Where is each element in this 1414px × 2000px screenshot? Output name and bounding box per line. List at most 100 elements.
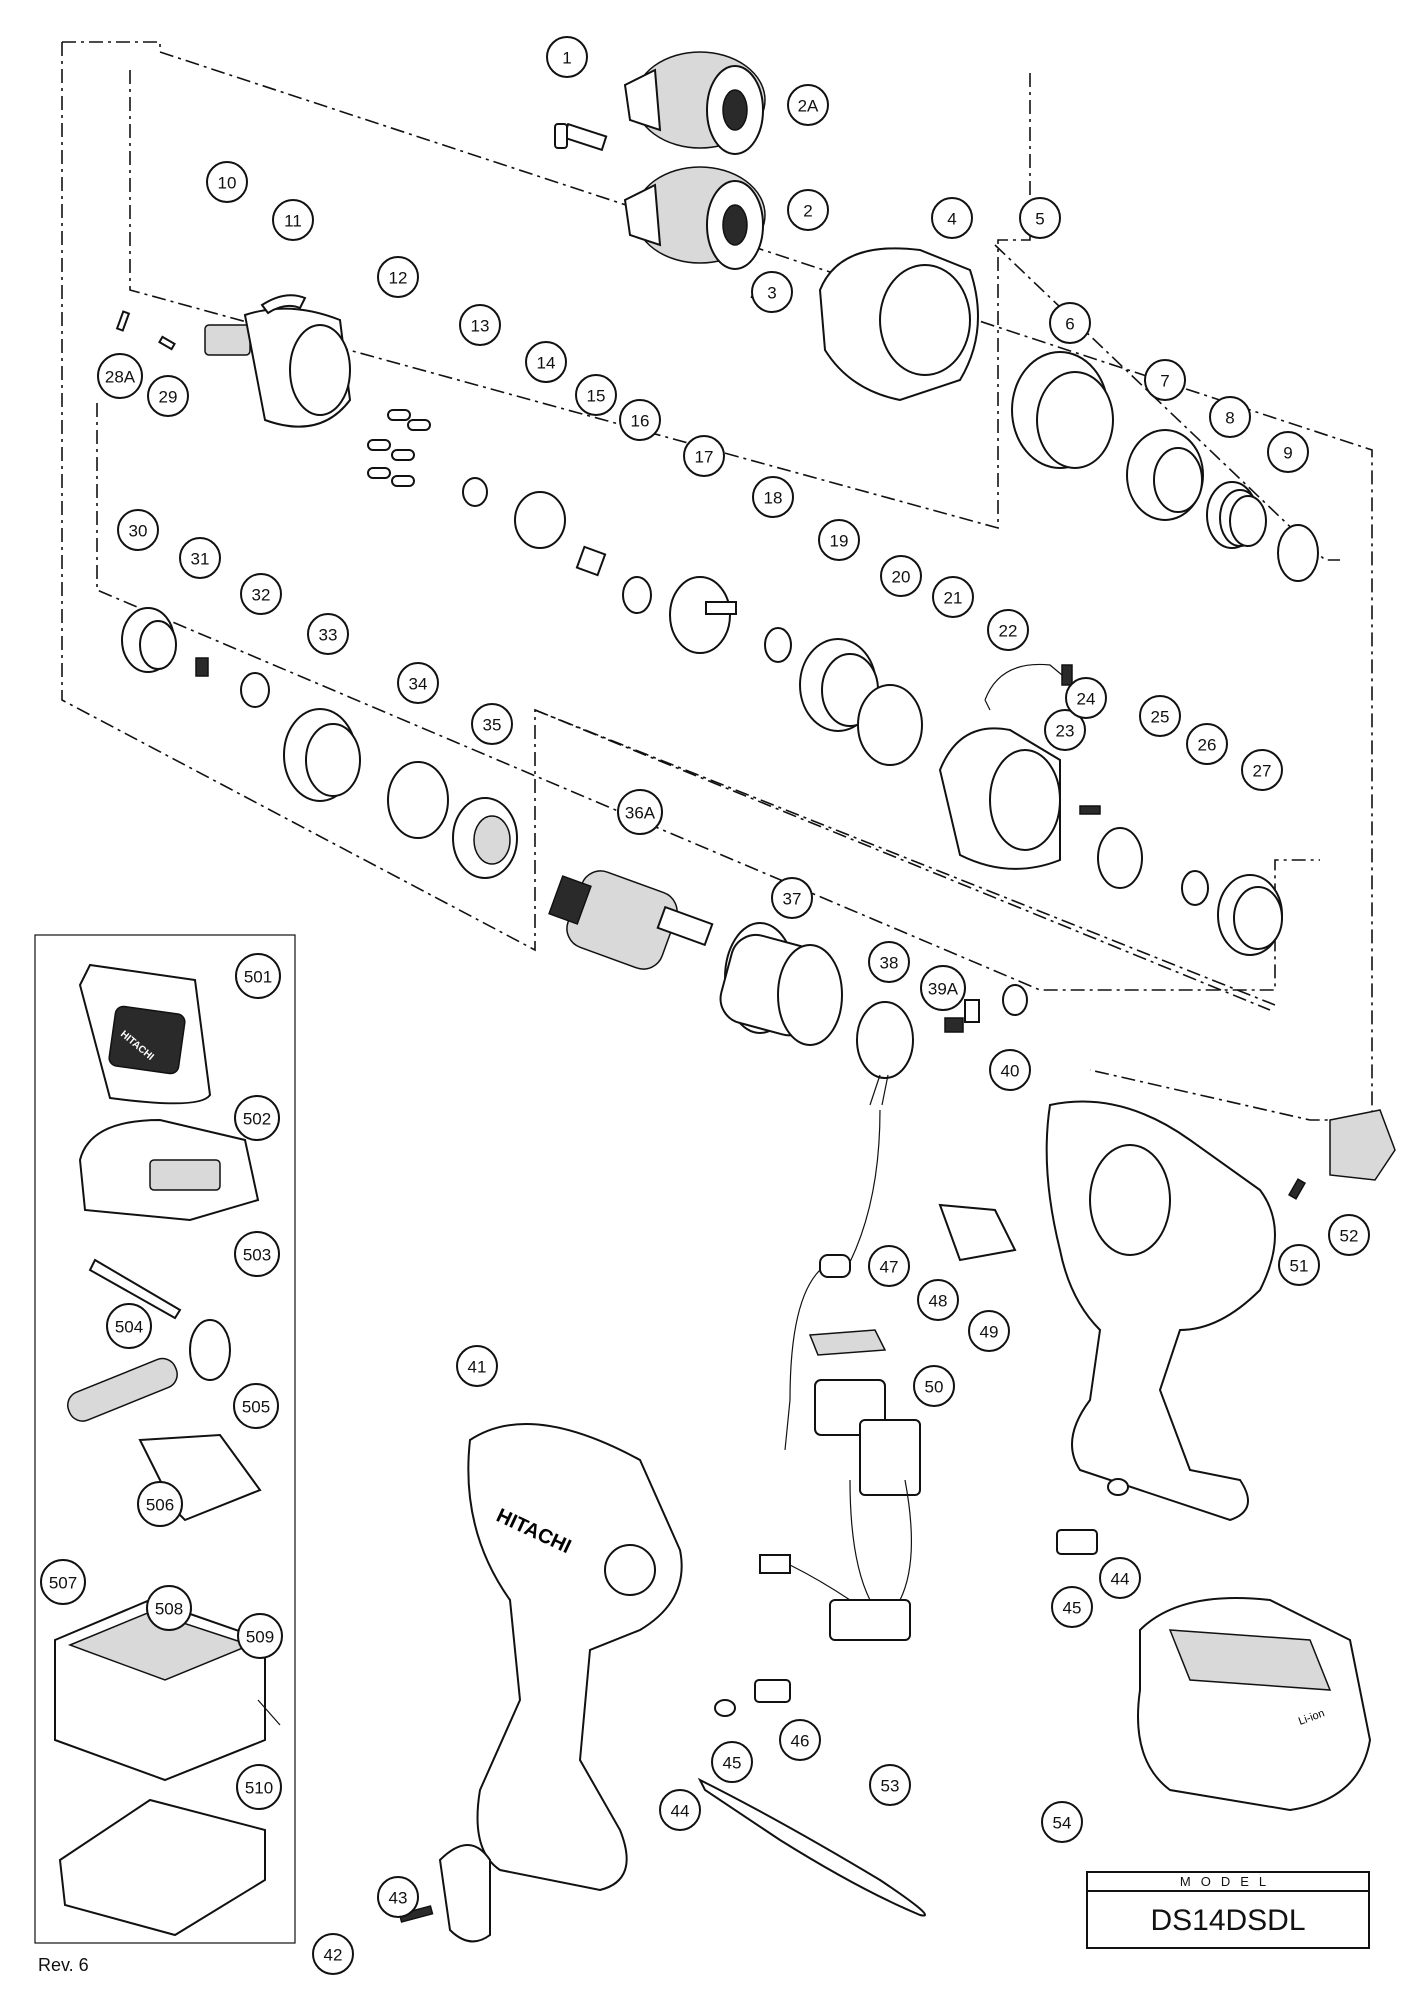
callout-circle	[1099, 1557, 1141, 1599]
callout-circle	[234, 1231, 280, 1277]
capacitor-47	[819, 1254, 851, 1278]
callout-circle	[235, 953, 281, 999]
callout-37: 37	[771, 877, 813, 919]
callout-39a: 39A	[920, 965, 966, 1011]
callout-circle	[147, 375, 189, 417]
screw-23	[1061, 664, 1073, 686]
system-case-507	[54, 1598, 266, 1782]
switch-50	[814, 1379, 921, 1496]
gear-32	[240, 672, 270, 708]
callout-circle	[920, 965, 966, 1011]
callout-25: 25	[1139, 695, 1181, 737]
ring-gear-27	[1217, 874, 1283, 956]
charger-502	[78, 1118, 260, 1222]
bearing-40	[1002, 984, 1028, 1016]
callout-circle	[397, 662, 439, 704]
callout-number: 18	[764, 489, 783, 508]
callout-number: 47	[880, 1258, 899, 1277]
callout-47: 47	[868, 1245, 910, 1287]
gear-16	[622, 576, 652, 614]
pin-509	[257, 1699, 281, 1726]
callout-number: 26	[1198, 736, 1217, 755]
callout-503: 503	[234, 1231, 280, 1277]
chuck-screw	[554, 122, 608, 152]
callout-number: 22	[999, 622, 1018, 641]
callout-17: 17	[683, 435, 725, 477]
callout-46: 46	[779, 1719, 821, 1761]
block-45-left	[754, 1679, 791, 1703]
callout-circle	[787, 84, 829, 126]
callout-number: 506	[146, 1496, 174, 1515]
screw-24	[1079, 805, 1101, 815]
gear-18	[764, 627, 792, 663]
callout-number: 38	[880, 954, 899, 973]
washer-9	[1277, 524, 1319, 582]
brush-39a	[944, 1017, 964, 1033]
callout-number: 505	[242, 1398, 270, 1417]
callout-circle	[683, 435, 725, 477]
side-handle-504	[67, 1319, 231, 1422]
callout-number: 502	[243, 1110, 271, 1129]
callout-number: 8	[1225, 409, 1234, 428]
callout-number: 29	[159, 388, 178, 407]
model-label: MODEL	[1088, 1873, 1368, 1892]
callout-509: 509	[237, 1613, 283, 1659]
callout-number: 41	[468, 1358, 487, 1377]
callout-number: 33	[319, 626, 338, 645]
callout-9: 9	[1267, 431, 1309, 473]
callout-circle	[968, 1310, 1010, 1352]
callout-30: 30	[117, 509, 159, 551]
callout-2a: 2A	[787, 84, 829, 126]
callout-number: 508	[155, 1600, 183, 1619]
callout-number: 1	[562, 49, 571, 68]
callout-number: 54	[1053, 1814, 1072, 1833]
callout-circle	[525, 341, 567, 383]
callout-31: 31	[179, 537, 221, 579]
callout-circle	[1186, 723, 1228, 765]
callout-2: 2	[787, 189, 829, 231]
callout-circle	[1267, 431, 1309, 473]
callout-54: 54	[1041, 1801, 1083, 1843]
wiring-46	[759, 1479, 913, 1641]
callout-20: 20	[880, 555, 922, 597]
callout-circle	[106, 1303, 152, 1349]
callout-15: 15	[575, 374, 617, 416]
callout-circle	[987, 609, 1029, 651]
pin-31	[195, 657, 209, 677]
case-insert-510	[58, 1798, 266, 1937]
callout-number: 19	[830, 532, 849, 551]
callout-circle	[40, 1559, 86, 1605]
callout-23: 23	[1044, 709, 1086, 751]
callout-45: 45	[711, 1741, 753, 1783]
callout-number: 14	[537, 354, 556, 373]
callout-number: 35	[483, 716, 502, 735]
callout-16: 16	[619, 399, 661, 441]
callout-44: 44	[1099, 1557, 1141, 1599]
callout-circle	[137, 1481, 183, 1527]
callout-circle	[546, 36, 588, 78]
callout-18: 18	[752, 476, 794, 518]
callout-circle	[471, 703, 513, 745]
callout-41: 41	[456, 1345, 498, 1387]
callout-circle	[619, 399, 661, 441]
callout-number: 51	[1290, 1257, 1309, 1276]
callout-number: 45	[723, 1754, 742, 1773]
model-name: DS14DSDL	[1150, 1904, 1306, 1937]
callout-circle	[869, 1764, 911, 1806]
callout-43: 43	[377, 1876, 419, 1918]
callout-circle	[456, 1345, 498, 1387]
callout-12: 12	[377, 256, 419, 298]
callout-number: 10	[218, 174, 237, 193]
callout-34: 34	[397, 662, 439, 704]
gear-case-35	[452, 797, 518, 879]
clutch-spring	[1206, 481, 1267, 549]
callout-number: 504	[115, 1318, 143, 1337]
callout-number: 53	[881, 1777, 900, 1796]
callout-circle	[1065, 677, 1107, 719]
callout-circle	[233, 1383, 279, 1429]
callout-number: 34	[409, 675, 428, 694]
spindle-housing	[204, 307, 352, 428]
callout-circle	[179, 537, 221, 579]
boundary-outer-top	[62, 41, 1373, 1121]
